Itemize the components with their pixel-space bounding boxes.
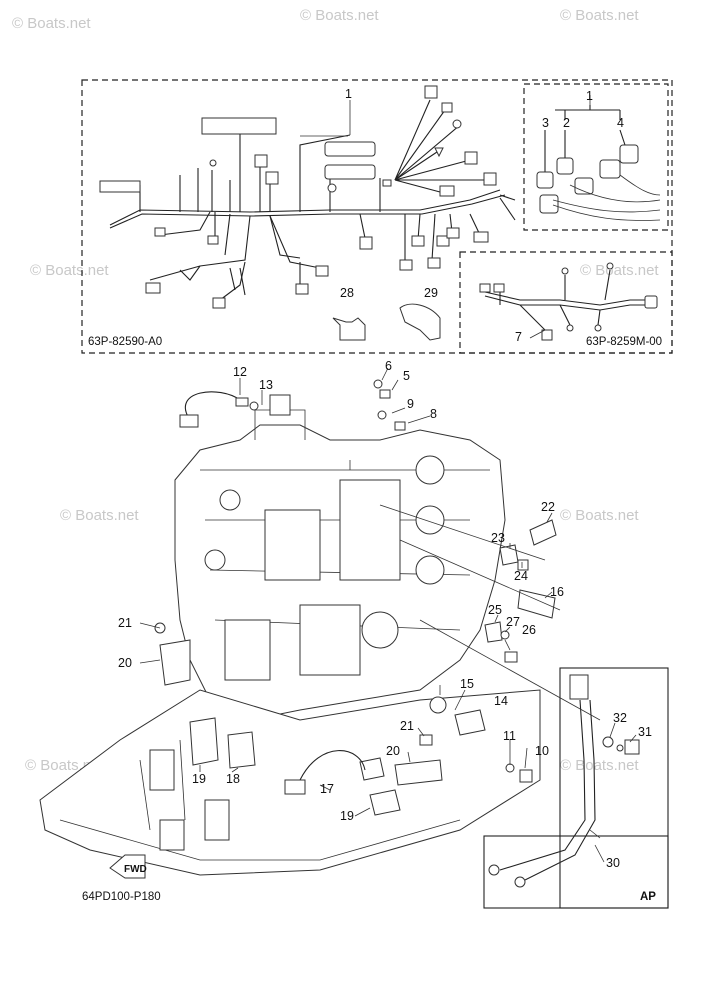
callout: 3 [542,116,549,130]
callout: 32 [613,711,627,725]
callout: 22 [541,500,555,514]
callout: 20 [118,656,132,670]
callout: 13 [259,378,273,392]
watermark: © Boats.net [12,15,91,32]
callout: 14 [494,694,508,708]
callout: 26 [522,623,536,637]
leader-lines [139,95,637,863]
figure-code: 64PD100-P180 [82,891,161,903]
callout: 19 [192,772,206,786]
part-sensor-12 [179,391,259,428]
callout: 17 [320,782,334,796]
watermark: © Boats.net [560,507,639,524]
watermark: © Boats.net [580,262,659,279]
callout: 24 [514,569,528,583]
ap-label: AP [640,891,656,903]
callout: 6 [385,359,392,373]
watermark: © Boats.net [560,7,639,24]
callout: 9 [407,397,414,411]
callout: 18 [226,772,240,786]
callout: 1 [586,89,593,103]
main-harness-code: 63P-82590-A0 [88,336,162,348]
callout: 31 [638,725,652,739]
callout: 2 [563,116,570,130]
callout: 16 [550,585,564,599]
callout: 21 [118,616,132,630]
sub-harness-code: 63P-8259M-00 [586,336,662,348]
callout: 27 [506,615,520,629]
callout: 12 [233,365,247,379]
callout: 19 [340,809,354,823]
callout: 15 [460,677,474,691]
engine-block [39,394,541,876]
callout: 23 [491,531,505,545]
callout: 30 [606,856,620,870]
main-harness-inset [81,79,673,354]
callout: 8 [430,407,437,421]
callout: 10 [535,744,549,758]
callout: 4 [617,116,624,130]
callout: 7 [515,330,522,344]
callout: 21 [400,719,414,733]
routing-lines [349,460,601,721]
callout: 29 [424,286,438,300]
watermark: © Boats.net [30,262,109,279]
callout: 28 [340,286,354,300]
callout: 20 [386,744,400,758]
watermark: © Boats.net [60,507,139,524]
fwd-arrow: FWD [109,854,147,879]
callout: 11 [503,729,516,743]
callout-numbers: 1 1 2 3 4 5 6 7 8 9 10 11 12 13 14 15 16… [118,87,652,870]
callout: 25 [488,603,502,617]
callout: 1 [345,87,352,101]
watermark: © Boats.net [300,7,379,24]
ap-inset [483,667,669,909]
fwd-label: FWD [124,864,147,875]
watermark: © Boats.net [560,757,639,774]
callout: 5 [403,369,410,383]
